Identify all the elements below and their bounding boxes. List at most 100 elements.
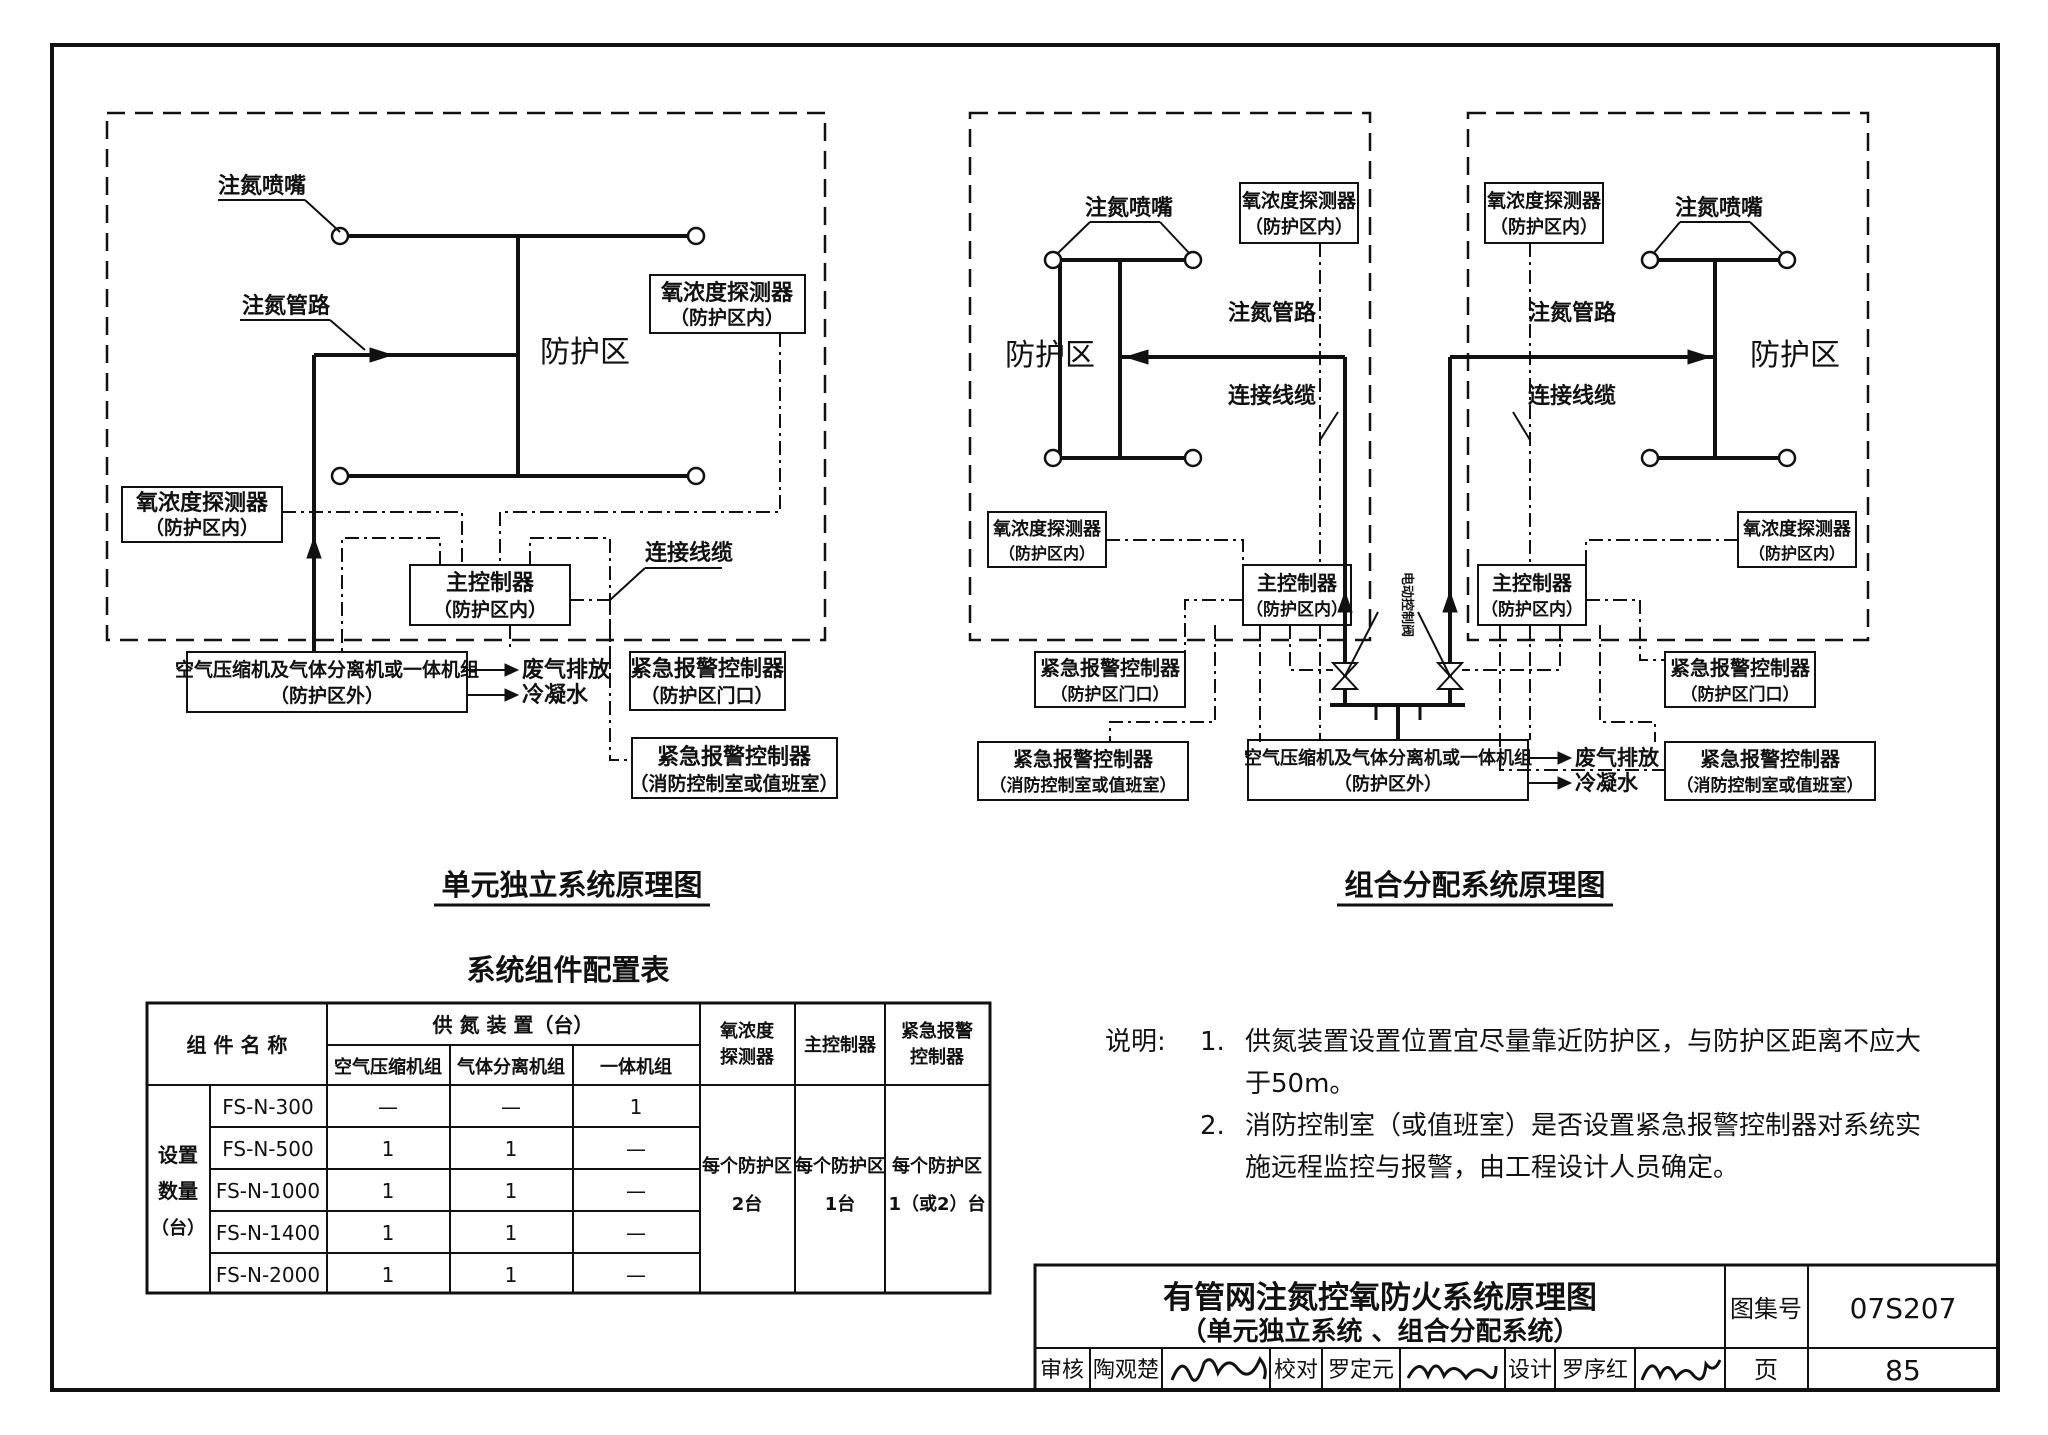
control-valve-icon xyxy=(1435,662,1465,678)
detector-left-line2: （防护区内） xyxy=(145,516,259,539)
nozzle-icon xyxy=(1640,250,1660,270)
nozzle-icon xyxy=(1043,448,1063,468)
table-cell: 1 xyxy=(382,1263,395,1287)
left-diagram-title: 单元独立系统原理图 xyxy=(441,868,702,902)
controller-value-2: 1台 xyxy=(825,1193,856,1215)
title-block-sub-title: （单元独立系统 、组合分配系统） xyxy=(1180,1316,1579,1347)
header-detector-2: 探测器 xyxy=(720,1046,775,1068)
exhaust-label: 废气排放 xyxy=(522,657,611,683)
controller-line2: （防护区内） xyxy=(433,598,547,621)
nozzle-icon xyxy=(1777,250,1797,270)
row-group-label-2: 数量 xyxy=(158,1179,198,1203)
detector-mid-left-line1: 氧浓度探测器 xyxy=(992,518,1102,540)
table-title: 系统组件配置表 xyxy=(466,953,669,987)
detector-value-1: 每个防护区 xyxy=(702,1155,792,1177)
compressor-line2: （防护区外） xyxy=(270,684,384,707)
zone-label-left: 防护区 xyxy=(1005,338,1095,373)
sub-header-separator: 气体分离机组 xyxy=(456,1056,565,1078)
header-component: 组 件 名 称 xyxy=(187,1033,288,1057)
pipe-label-left: 注氮管路 xyxy=(1228,300,1317,326)
sub-header-integrated: 一体机组 xyxy=(600,1056,672,1078)
protection-zone-right-boundary xyxy=(1466,111,1870,642)
table-cell: 1 xyxy=(382,1221,395,1245)
table-row: FS-N-1000 xyxy=(216,1179,320,1203)
sheet-frame xyxy=(50,43,2000,1392)
note-1-line2: 于50m。 xyxy=(1245,1069,1355,1099)
note-2-num: 2. xyxy=(1200,1111,1225,1141)
nozzle-icon xyxy=(1640,448,1660,468)
controller-right-line2: （防护区内） xyxy=(1481,599,1583,620)
left-diagram xyxy=(105,111,838,799)
controller-line1: 主控制器 xyxy=(446,570,535,596)
cable-label: 连接线缆 xyxy=(645,540,733,566)
table-cell: — xyxy=(626,1221,646,1245)
detector-mid-left-line2: （防护区内） xyxy=(999,544,1095,563)
title-block xyxy=(1033,1263,2000,1392)
nozzle-label-right: 注氮喷嘴 xyxy=(1675,195,1763,221)
alarm-room-right-line1: 紧急报警控制器 xyxy=(1700,747,1841,771)
compressor-line1: 空气压缩机及气体分离机或一体机组 xyxy=(1244,747,1532,769)
alarm-room-line2: （消防控制室或值班室） xyxy=(629,772,838,795)
pipe-label: 注氮管路 xyxy=(242,293,331,319)
detector-top-left-line1: 氧浓度探测器 xyxy=(1242,189,1357,212)
zone-label-right: 防护区 xyxy=(1750,338,1840,373)
header-alarm-2: 控制器 xyxy=(910,1046,965,1068)
alarm-value-1: 每个防护区 xyxy=(892,1155,982,1177)
atlas-label: 图集号 xyxy=(1730,1295,1802,1323)
review-name: 陶观楚 xyxy=(1093,1358,1159,1383)
header-controller: 主控制器 xyxy=(804,1034,877,1056)
review-label: 审核 xyxy=(1040,1358,1084,1383)
alarm-door-left-line2: （防护区门口） xyxy=(1051,684,1170,705)
header-alarm-1: 紧急报警 xyxy=(901,1020,973,1042)
detector-top-right-line1: 氧浓度探测器 xyxy=(1487,189,1602,212)
valve-label: 电动控制阀 xyxy=(1399,572,1415,637)
alarm-room-right-line2: （消防控制室或值班室） xyxy=(1677,775,1864,796)
row-group-label-3: （台） xyxy=(151,1217,205,1239)
cable-label-left: 连接线缆 xyxy=(1228,383,1316,409)
title-block-main-title: 有管网注氮控氧防火系统原理图 xyxy=(1163,1280,1597,1316)
nozzle-icon xyxy=(1777,448,1797,468)
detector-value-2: 2台 xyxy=(732,1193,763,1215)
table-row: FS-N-2000 xyxy=(216,1263,320,1287)
detector-top-left-line2: （防护区内） xyxy=(1245,216,1353,238)
condensate-label: 冷凝水 xyxy=(522,682,589,708)
signature-checker xyxy=(1406,1364,1498,1381)
signature-reviewer xyxy=(1170,1356,1267,1382)
header-supply: 供 氮 装 置（台） xyxy=(432,1013,594,1037)
alarm-door-right-line2: （防护区门口） xyxy=(1681,684,1800,705)
exhaust-label: 废气排放 xyxy=(1575,746,1660,770)
note-2-line2: 施远程监控与报警，由工程设计人员确定。 xyxy=(1245,1153,1739,1183)
protection-zone-left-boundary xyxy=(968,111,1372,642)
note-2-line1: 消防控制室（或值班室）是否设置紧急报警控制器对系统实 xyxy=(1245,1111,1921,1141)
table-cell: — xyxy=(501,1095,521,1119)
compressor-line1: 空气压缩机及气体分离机或一体机组 xyxy=(175,658,479,681)
table-row: FS-N-500 xyxy=(222,1137,313,1161)
right-diagram-title: 组合分配系统原理图 xyxy=(1344,868,1605,902)
table-cell: — xyxy=(626,1137,646,1161)
table-row: FS-N-300 xyxy=(222,1095,313,1119)
pipe-label-right: 注氮管路 xyxy=(1528,300,1617,326)
table-cell: 1 xyxy=(382,1179,395,1203)
table-cell: — xyxy=(626,1179,646,1203)
detector-left-line1: 氧浓度探测器 xyxy=(135,490,269,516)
design-name: 罗序红 xyxy=(1562,1358,1628,1383)
page-number: 85 xyxy=(1885,1354,1921,1387)
table-cell: — xyxy=(626,1263,646,1287)
note-1-line1: 供氮装置设置位置宜尽量靠近防护区，与防护区距离不应大 xyxy=(1245,1027,1921,1057)
check-label: 校对 xyxy=(1274,1358,1318,1383)
detector-mid-right-line2: （防护区内） xyxy=(1749,544,1845,563)
table-cell: — xyxy=(378,1095,398,1119)
nozzle-icon xyxy=(1183,448,1203,468)
condensate-label: 冷凝水 xyxy=(1575,771,1639,795)
table-row: FS-N-1400 xyxy=(216,1221,320,1245)
alarm-door-left-line1: 紧急报警控制器 xyxy=(1040,656,1181,680)
nozzle-label: 注氮喷嘴 xyxy=(218,173,306,199)
flow-arrow xyxy=(306,536,322,559)
nozzle-icon xyxy=(1043,250,1063,270)
right-diagram xyxy=(968,111,1876,801)
sub-header-compressor: 空气压缩机组 xyxy=(334,1056,442,1078)
alarm-room-line1: 紧急报警控制器 xyxy=(657,744,812,770)
table-cell: 1 xyxy=(505,1221,518,1245)
alarm-door-right-line1: 紧急报警控制器 xyxy=(1670,656,1811,680)
